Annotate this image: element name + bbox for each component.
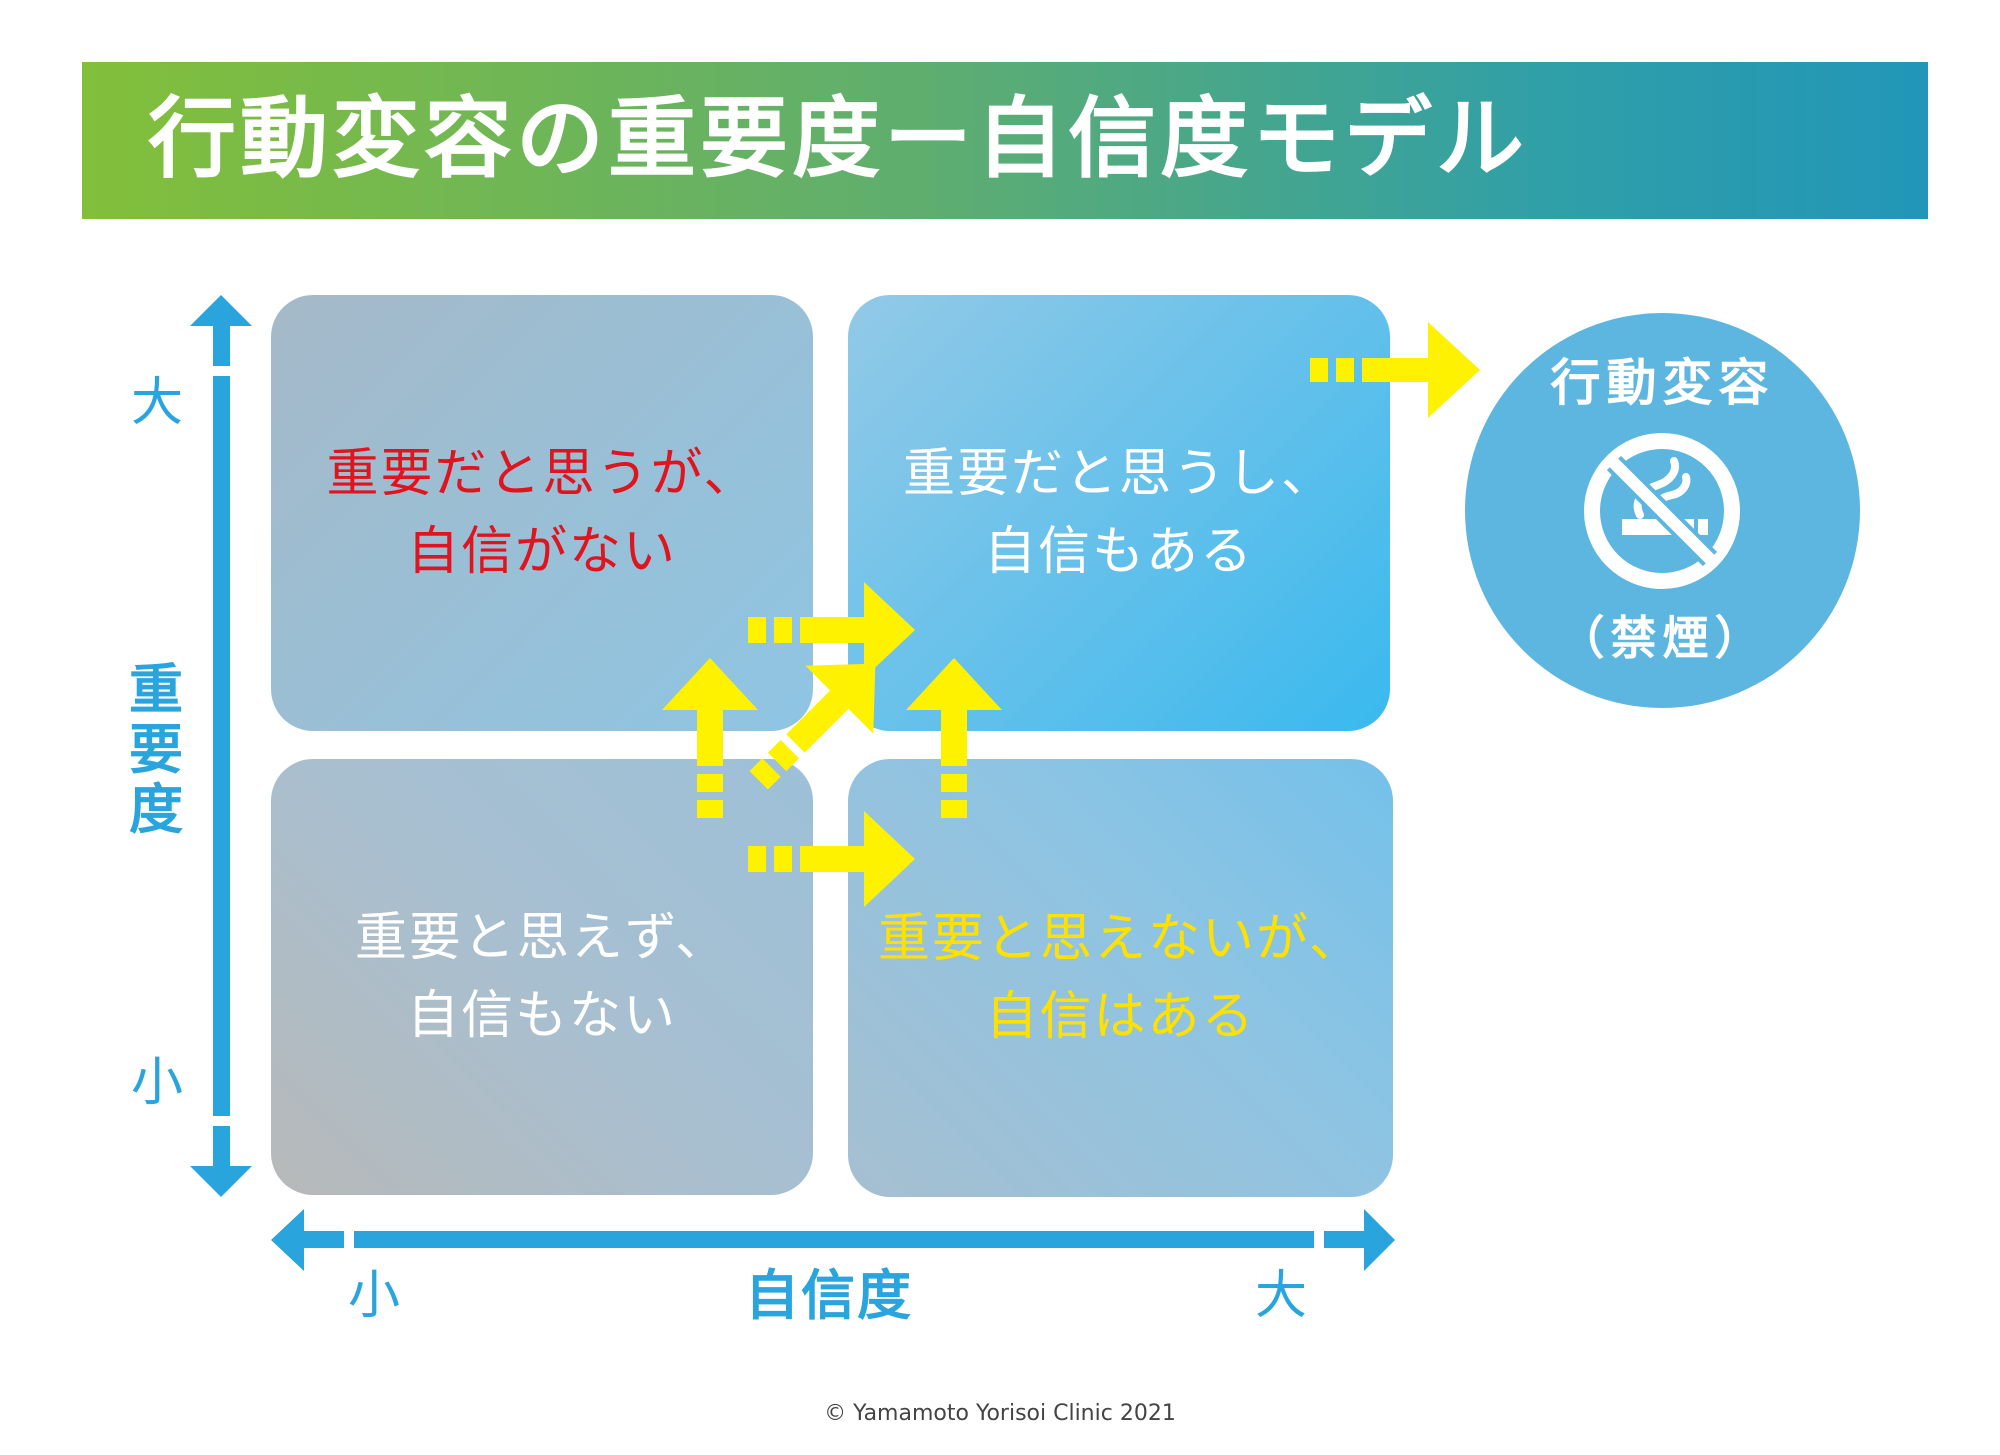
arrow-to-goal (1310, 322, 1480, 418)
quadrant-text-line2: 自信がない (406, 522, 677, 582)
horizontal-axis-title: 自信度 (745, 1264, 913, 1327)
goal-subtitle: （禁煙） (1558, 611, 1767, 665)
horizontal-axis-high-label: 大 (1255, 1266, 1308, 1326)
quadrant-high-importance-high-confidence: 重要だと思うし、 自信もある (848, 295, 1390, 731)
quadrant-high-importance-low-confidence: 重要だと思うが、 自信がない (271, 295, 813, 731)
no-smoking-icon (1582, 431, 1742, 591)
quadrant-text-line2: 自信はある (985, 987, 1256, 1047)
arrow-up-left (662, 658, 758, 818)
horizontal-axis-arrow (271, 1209, 1395, 1271)
horizontal-axis-low-label: 小 (348, 1266, 401, 1326)
vertical-axis-low-label: 小 (131, 1053, 184, 1113)
quadrant-text-line1: 重要だと思うし、 (902, 444, 1335, 504)
quadrant-text-line1: 重要と思えず、 (354, 908, 730, 968)
goal-circle: 行動変容 （禁煙） (1465, 313, 1860, 708)
title-banner: 行動変容の重要度ー自信度モデル (82, 62, 1928, 219)
arrow-up-right (906, 658, 1002, 818)
page-title: 行動変容の重要度ー自信度モデル (148, 87, 1529, 190)
arrow-right-lower (748, 811, 915, 907)
vertical-axis-high-label: 大 (131, 373, 184, 433)
vertical-axis-title: 重要度 (126, 660, 186, 840)
quadrant-low-importance-low-confidence: 重要と思えず、 自信もない (271, 759, 813, 1195)
quadrant-text-line1: 重要だと思うが、 (326, 444, 758, 504)
goal-title: 行動変容 (1550, 354, 1775, 412)
quadrant-low-importance-high-confidence: 重要と思えないが、 自信はある (848, 759, 1393, 1197)
copyright: © Yamamoto Yorisoi Clinic 2021 (824, 1401, 1176, 1426)
arrow-right-upper (748, 582, 915, 678)
quadrant-text-line2: 自信もない (406, 986, 677, 1046)
quadrant-text-line2: 自信もある (983, 522, 1254, 582)
vertical-axis-arrow (190, 295, 252, 1197)
vertical-axis-title-text: 重要度 (129, 658, 183, 841)
arrow-diagonal (749, 663, 876, 790)
quadrant-text-line1: 重要と思えないが、 (878, 909, 1363, 969)
